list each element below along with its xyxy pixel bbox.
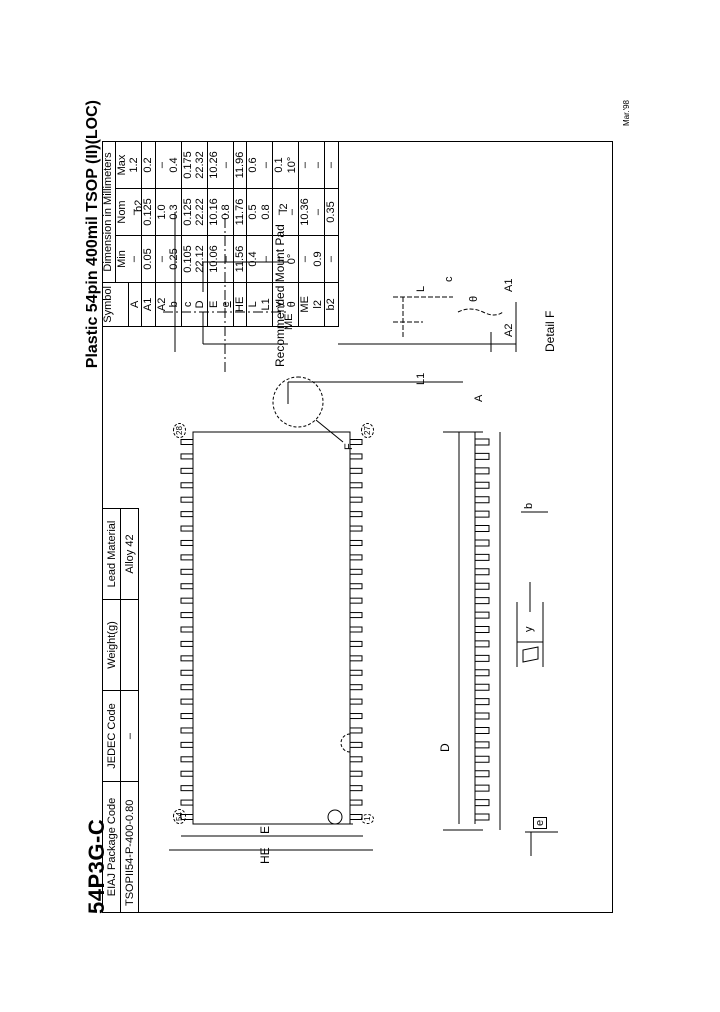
label-l2: l2 <box>278 203 290 212</box>
label-e: e <box>533 816 547 829</box>
label-F: F <box>343 443 355 450</box>
label-A1: A1 <box>503 278 515 292</box>
pin-1-marker: 1 <box>361 813 374 824</box>
pin-27-marker: 27 <box>361 423 374 438</box>
label-mount-pad: Recommended Mount Pad <box>273 224 287 367</box>
label-b2: b2 <box>133 199 145 212</box>
label-L1: L1 <box>415 372 427 385</box>
label-ME: ME <box>283 313 295 331</box>
pin-28-marker: 28 <box>173 423 186 438</box>
label-theta: θ <box>468 295 480 302</box>
label-y: y <box>523 626 535 633</box>
package-title: Plastic 54pin 400mil TSOP (II)(LOC) <box>84 100 101 369</box>
pin-54-marker: 54 <box>173 809 186 824</box>
label-A2: A2 <box>503 323 515 337</box>
label-detail-f: Detail F <box>543 310 557 352</box>
label-D: D <box>438 743 452 752</box>
drawing-sheet: 54P3G-C Plastic 54pin 400mil TSOP (II)(L… <box>80 90 640 930</box>
drawing-frame: EIAJ Package Code JEDEC Code Weight(g) L… <box>102 141 613 913</box>
label-HE: HE <box>258 847 272 864</box>
revision-date: Mar.'98 <box>622 100 631 126</box>
label-E: E <box>258 825 272 834</box>
label-b: b <box>523 502 535 509</box>
label-A: A <box>473 394 485 402</box>
package-outline-drawing <box>163 212 558 856</box>
label-c: c <box>443 276 455 283</box>
label-L: L <box>415 285 427 292</box>
